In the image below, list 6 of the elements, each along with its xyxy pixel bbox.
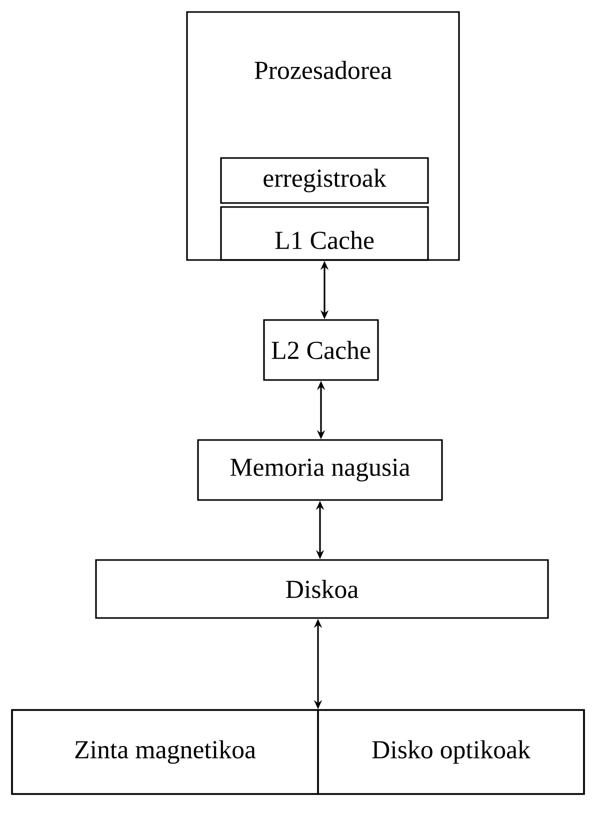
register-box: erregistroak (220, 157, 429, 204)
cache-box: L1 Cache (220, 206, 429, 261)
storage-box: Zinta magnetikoa (11, 709, 319, 795)
memory-box: Memoria nagusia (197, 439, 443, 501)
cache-box: L2 Cache (263, 319, 379, 381)
storage-box: Disko optikoak (317, 709, 585, 795)
